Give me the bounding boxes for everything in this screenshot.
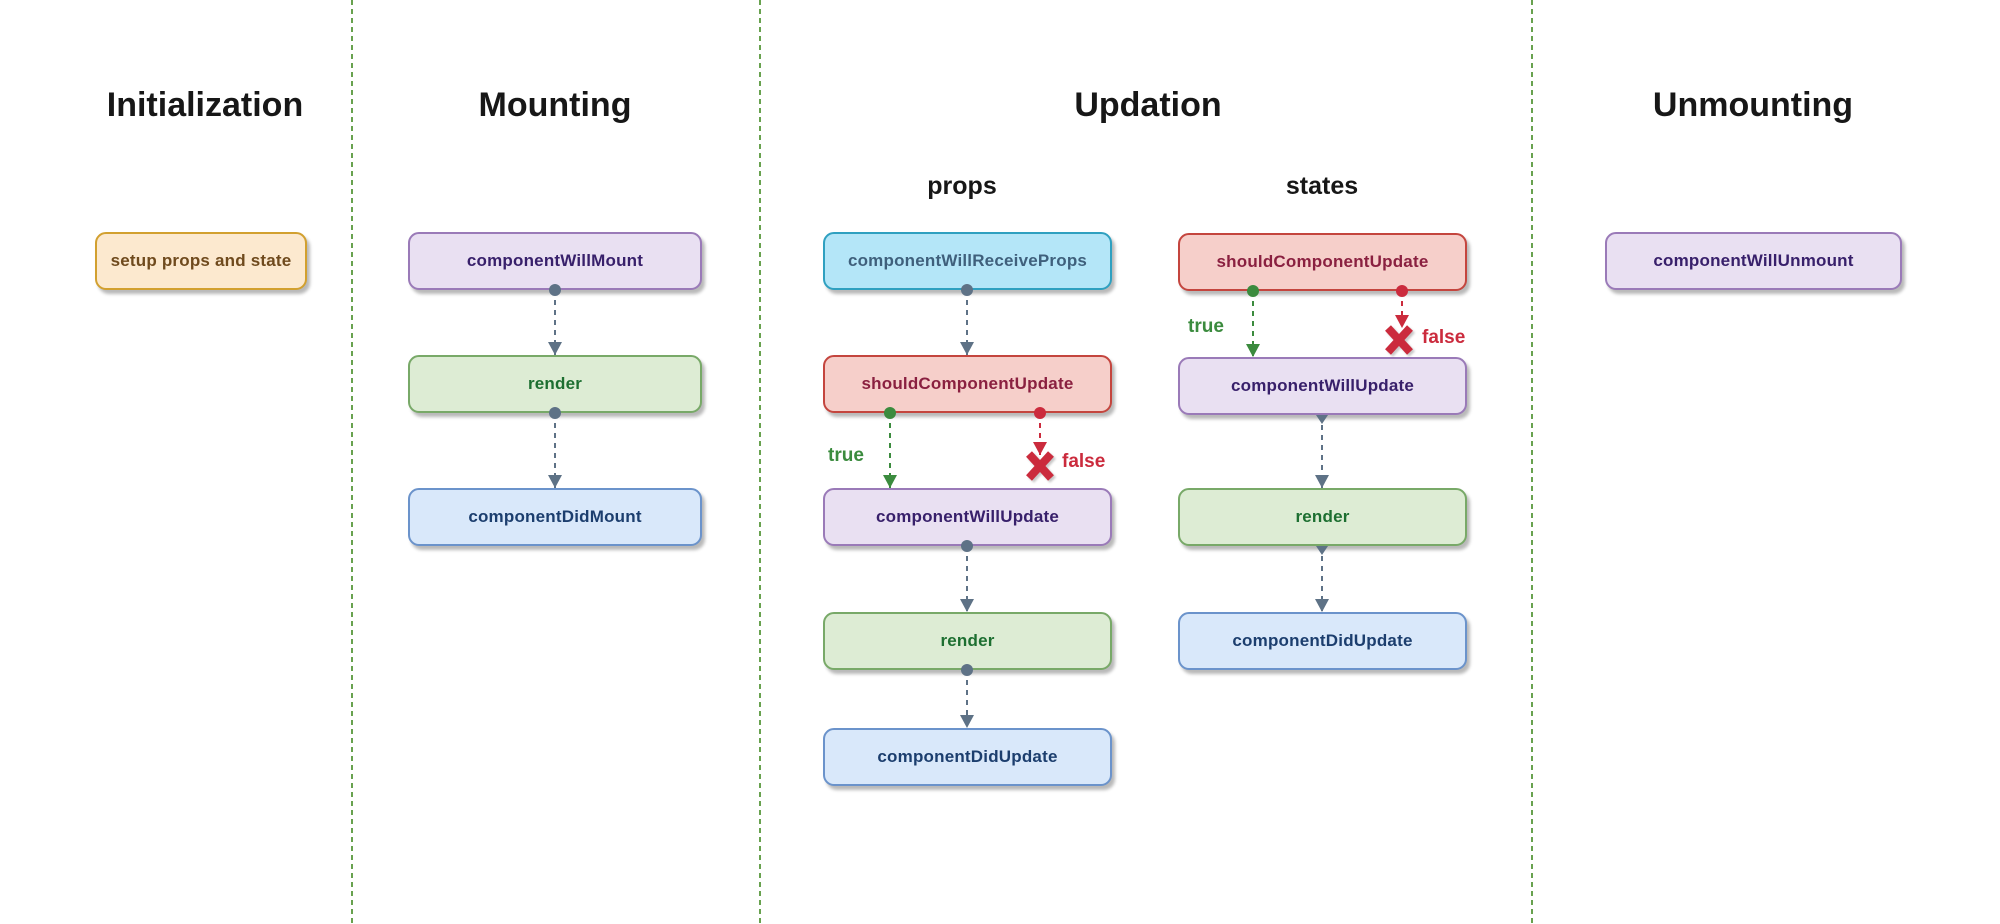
node-label: componentWillMount — [466, 251, 644, 270]
column-header-states: states — [1285, 172, 1359, 200]
connector-false-branch-states — [1395, 285, 1409, 328]
arrowhead-icon — [1033, 442, 1047, 455]
section-divider — [759, 0, 761, 924]
arrowhead-icon — [960, 715, 974, 728]
section-divider — [1531, 0, 1533, 924]
false-label-props: false — [1062, 451, 1106, 472]
connector-true-branch-props — [883, 407, 897, 488]
connector-render-to-didupdate-props — [960, 664, 974, 728]
section-title-updation: Updation — [1074, 86, 1222, 124]
arrowhead-icon — [960, 342, 974, 355]
node-label: shouldComponentUpdate — [1216, 252, 1429, 271]
node-label: componentWillUpdate — [1230, 376, 1415, 395]
true-label-props: true — [828, 445, 864, 466]
node-componentDidMount: componentDidMount — [408, 488, 702, 546]
node-componentWillUpdate-states: componentWillUpdate — [1178, 357, 1467, 415]
arrowhead-icon — [960, 599, 974, 612]
section-divider — [351, 0, 353, 924]
arrowhead-icon — [548, 342, 562, 355]
arrowhead-icon — [1315, 475, 1329, 488]
arrowhead-icon — [1395, 315, 1409, 328]
section-title-unmounting: Unmounting — [1652, 86, 1854, 124]
arrowhead-icon — [1315, 599, 1329, 612]
node-label: componentDidUpdate — [877, 747, 1058, 766]
dot-icon — [1247, 285, 1259, 297]
node-componentDidUpdate-props: componentDidUpdate — [823, 728, 1112, 786]
dot-icon — [1034, 407, 1046, 419]
dot-icon — [961, 664, 973, 676]
node-shouldComponentUpdate-states: shouldComponentUpdate — [1178, 233, 1467, 291]
arrowhead-icon — [1246, 344, 1260, 357]
connector-render-to-didmount — [548, 407, 562, 488]
dot-icon — [961, 540, 973, 552]
false-label-states: false — [1422, 327, 1466, 348]
node-label: componentWillUnmount — [1653, 251, 1854, 270]
connector-receiveprops-to-shouldupdate — [960, 284, 974, 355]
arrowhead-icon — [548, 475, 562, 488]
true-label-states: true — [1188, 316, 1224, 337]
dot-icon — [549, 284, 561, 296]
node-label: render — [527, 374, 583, 393]
node-componentWillUnmount: componentWillUnmount — [1605, 232, 1902, 290]
dot-icon — [884, 407, 896, 419]
connector-true-branch-states — [1246, 285, 1260, 357]
node-render-props: render — [823, 612, 1112, 670]
connector-render-to-didupdate-states — [1315, 546, 1329, 612]
node-label: componentWillReceiveProps — [847, 251, 1088, 270]
node-setup-props-and-state: setup props and state — [95, 232, 307, 290]
node-componentWillUpdate-props: componentWillUpdate — [823, 488, 1112, 546]
connector-willmount-to-render — [548, 284, 562, 355]
node-render-mounting: render — [408, 355, 702, 413]
false-x-icon — [1385, 325, 1413, 355]
node-label: componentDidMount — [468, 507, 642, 526]
node-label: shouldComponentUpdate — [861, 374, 1074, 393]
dot-icon — [961, 284, 973, 296]
section-title-mounting: Mounting — [478, 86, 632, 124]
section-title-initialization: Initialization — [106, 86, 304, 124]
node-label: render — [1295, 507, 1350, 526]
connector-willupdate-to-render-props — [960, 540, 974, 612]
node-render-states: render — [1178, 488, 1467, 546]
node-componentDidUpdate-states: componentDidUpdate — [1178, 612, 1467, 670]
column-header-props: props — [927, 172, 997, 200]
triangle-start-icon — [1316, 415, 1328, 424]
node-componentWillReceiveProps: componentWillReceiveProps — [823, 232, 1112, 290]
node-componentWillMount: componentWillMount — [408, 232, 702, 290]
dot-icon — [1396, 285, 1408, 297]
connector-false-branch-props — [1033, 407, 1047, 455]
node-label: componentDidUpdate — [1232, 631, 1413, 650]
node-shouldComponentUpdate-props: shouldComponentUpdate — [823, 355, 1112, 413]
node-label: componentWillUpdate — [875, 507, 1060, 526]
arrowhead-icon — [883, 475, 897, 488]
node-label: render — [940, 631, 995, 650]
triangle-start-icon — [1316, 546, 1328, 555]
false-x-icon — [1026, 451, 1054, 481]
dot-icon — [549, 407, 561, 419]
connector-willupdate-to-render-states — [1315, 415, 1329, 488]
node-label: setup props and state — [110, 251, 292, 270]
